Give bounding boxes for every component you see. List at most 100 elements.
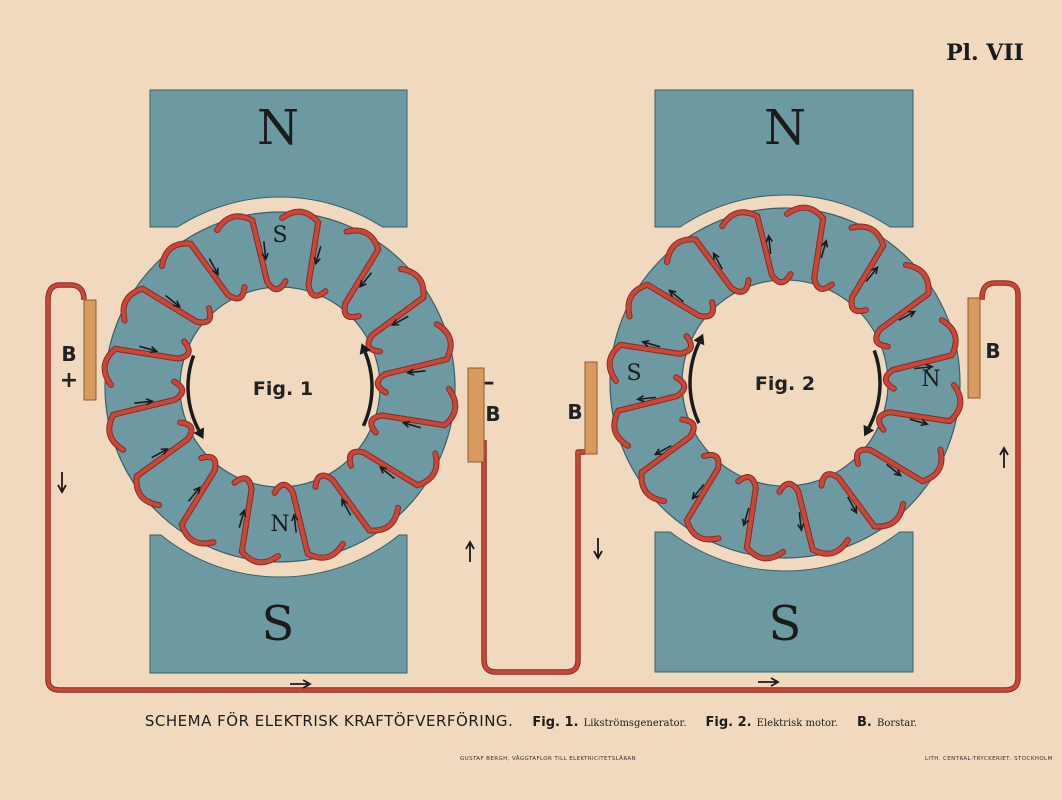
fig2-rotation-arrow-left xyxy=(688,342,701,424)
caption-desc-fig1: Likströmsgenerator. xyxy=(583,718,687,729)
fig2-winding-arrow xyxy=(712,251,723,270)
fig2-winding-arrow xyxy=(909,418,929,427)
fig1-winding-arrow xyxy=(208,258,219,277)
fig1-coil xyxy=(102,339,191,387)
fig1-winding-arrow xyxy=(359,272,373,289)
brushes xyxy=(83,297,981,463)
fig2-winding-arrow xyxy=(765,234,773,254)
fig2-winding-arrow xyxy=(797,512,805,532)
caption-key-brushes: B. xyxy=(857,715,872,730)
fig1-ring-bottom-pole-label: N xyxy=(270,512,290,537)
fig2-coil xyxy=(612,375,687,448)
fig2-winding-arrow xyxy=(691,484,705,500)
fig2-magnet-bottom-pole-label: S xyxy=(768,596,802,652)
fig2-winding-arrow xyxy=(914,363,934,371)
fig2-ring-right-pole-label: N xyxy=(921,367,941,392)
fig1-brush-left-sign: + xyxy=(59,368,79,393)
caption-key-fig1: Fig. 1. xyxy=(532,715,579,730)
fig1-coil xyxy=(280,209,328,298)
fig1-coil xyxy=(215,214,288,292)
fig2-coil xyxy=(785,205,834,291)
wire-inner-loop-edge xyxy=(481,440,585,675)
fig2-rotation-arrow-right xyxy=(867,349,882,429)
fig1-winding-arrow xyxy=(405,368,426,376)
fig2-winding-arrow xyxy=(886,463,902,477)
current-arrows xyxy=(57,234,1009,689)
field-magnets xyxy=(149,89,914,674)
fig1-brush-right xyxy=(467,367,485,463)
fig2-winding-arrow xyxy=(847,496,858,515)
fig1-magnet-top xyxy=(149,89,408,228)
caption-desc-fig2: Elektrisk motor. xyxy=(756,718,838,729)
wire-arrow-inner-down xyxy=(593,538,603,560)
fig2-brush-left-label: B xyxy=(567,400,583,424)
fig1-magnet-bottom xyxy=(149,534,408,674)
fig2-coil xyxy=(854,447,944,484)
fig2-coil xyxy=(720,210,793,285)
publisher-credit: GUSTAF BERGH, VÄGGTAFLOR TILL ELEKTRICIT… xyxy=(460,756,637,762)
fig1-rotation-arrow-right xyxy=(361,351,374,427)
fig1-label: Fig. 1 xyxy=(252,378,314,400)
fig2-coil xyxy=(777,481,850,556)
fig1-winding-arrow xyxy=(401,420,421,429)
fig1-coil xyxy=(272,482,345,560)
fig1-brush-right-label: B xyxy=(485,402,501,426)
fig1-winding-arrow xyxy=(313,246,322,266)
fig2-coil xyxy=(607,334,693,383)
wire-arrow-bottom-left xyxy=(290,679,312,689)
wire-arrow-inner-up xyxy=(465,540,475,562)
fig2-coil xyxy=(626,282,716,319)
fig2-winding-arrow xyxy=(636,395,656,403)
fig1-winding-arrow xyxy=(261,241,269,262)
fig1-winding-arrow xyxy=(291,512,299,533)
wire-outer-loop xyxy=(46,281,1020,692)
fig2-winding-arrow xyxy=(741,507,750,527)
fig1-winding-arrow xyxy=(134,398,155,406)
armature-rings xyxy=(104,207,961,563)
fig2-coil xyxy=(883,318,958,391)
fig1-coil xyxy=(107,379,185,452)
wire-arrow-bottom-right xyxy=(758,677,780,687)
fig2-winding-arrow xyxy=(668,289,684,303)
caption-key-fig2: Fig. 2. xyxy=(705,715,752,730)
fig2-winding-arrow xyxy=(820,239,829,259)
fig1-winding-arrow xyxy=(151,448,170,459)
fig1-coil xyxy=(342,228,381,320)
wire-arrow-right-up xyxy=(999,446,1009,468)
fig1-winding-arrow xyxy=(390,315,409,326)
fig2-coil xyxy=(819,472,906,529)
fig2-winding-arrow xyxy=(641,339,661,348)
fig1-magnet-bottom-pole-label: S xyxy=(261,596,295,652)
wire-arrow-left-down xyxy=(57,472,67,494)
fig2-ring-left-pole-label: S xyxy=(626,361,642,386)
fig2-winding-arrow xyxy=(653,445,672,456)
fig1-winding-arrow xyxy=(378,466,395,480)
fig1-coil xyxy=(369,387,458,435)
fig1-coil xyxy=(179,454,218,546)
fig1-coil xyxy=(121,286,213,325)
fig1-brush-right-sign: – xyxy=(483,370,495,395)
wire-inner-loop xyxy=(482,440,585,674)
printer-credit: LITH. CENTRAL-TRYCKERIET, STOCKHOLM xyxy=(925,756,1053,762)
fig1-winding-arrow xyxy=(139,345,159,354)
caption-title: SCHEMA FÖR ELEKTRISK KRAFTÖFVERFÖRING. xyxy=(144,712,514,730)
fig1-brush-left xyxy=(83,299,97,401)
fig1-rotation-arrow-left-head xyxy=(193,427,205,440)
fig1-coil xyxy=(313,473,401,533)
fig2-brush-right xyxy=(967,297,981,399)
plate-number: Pl. VII xyxy=(946,40,1024,66)
fig1-coil xyxy=(134,420,194,508)
fig1-coil xyxy=(375,322,453,395)
fig2-coil xyxy=(639,417,696,504)
fig2-coil xyxy=(664,237,751,294)
caption: SCHEMA FÖR ELEKTRISK KRAFTÖFVERFÖRING. F… xyxy=(0,711,1062,730)
fig2-magnet-top-pole-label: N xyxy=(764,100,806,156)
external-circuit-wires xyxy=(45,280,1021,693)
fig2-winding-arrow xyxy=(898,310,917,321)
fig1-ring-top-pole-label: S xyxy=(272,223,288,248)
fig1-winding-arrow xyxy=(187,485,201,502)
fig2-coil xyxy=(877,383,963,432)
fig2-coil xyxy=(684,452,721,542)
fig1-rotation-arrow-right-head xyxy=(359,343,371,355)
